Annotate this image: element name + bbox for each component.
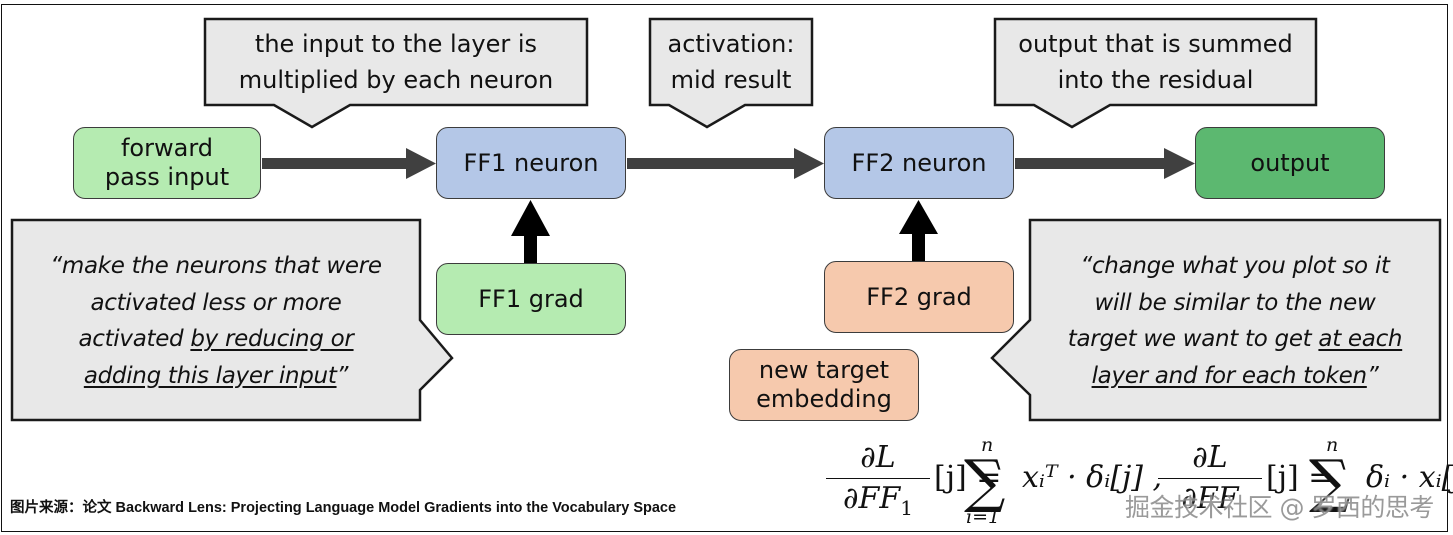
node-ff1-neuron: FF1 neuron — [436, 127, 626, 199]
callout-right-line3-underlined: at each — [1318, 326, 1403, 352]
formula-term-1: xᵢᵀ · δᵢ[j] , — [1022, 460, 1163, 495]
callout-right-shape — [990, 218, 1442, 422]
callout-top-1-shape — [203, 17, 589, 129]
node-forward-pass-input: forward pass input — [73, 127, 261, 199]
callout-right-line1: “change what you plot so it — [1080, 253, 1390, 279]
formula-sum-2-upper: n — [1326, 434, 1339, 456]
formula-frac-1-num: ∂L — [860, 440, 896, 475]
callout-left-line4-tail: ” — [336, 362, 349, 389]
formula-frac-2-bar — [1158, 478, 1262, 479]
callout-top-3-text: output that is summed into the residual — [995, 26, 1316, 98]
gradient-formula: ∂L ∂FF1 [j] = n ∑ i=1 xᵢᵀ · δᵢ[j] , ∂L ∂… — [826, 434, 1453, 528]
node-output: output — [1195, 127, 1385, 199]
callout-left-shape — [10, 218, 454, 422]
node-ff1-grad: FF1 grad — [436, 263, 626, 335]
formula-frac-1-bar — [826, 478, 930, 479]
node-new-target-embedding: new target embedding — [729, 349, 919, 421]
arrow-ff2grad-to-ff2 — [899, 200, 938, 262]
callout-left-text: “make the neurons that were activated le… — [12, 248, 420, 394]
callout-top-1-line2: multiplied by each neuron — [238, 66, 554, 94]
callout-right-line2: will be similar to the new — [1094, 289, 1376, 316]
callout-right-line3: target we want to get at each — [1030, 321, 1440, 358]
callout-top-3-line2: into the residual — [1057, 66, 1254, 94]
watermark: 掘金技术社区 @ 罗西的思考 — [1125, 493, 1434, 522]
callout-top-1-text: the input to the layer is multiplied by … — [205, 26, 587, 98]
formula-sum-1-upper: n — [981, 434, 994, 456]
formula-frac-2-den: ∂FF — [1181, 481, 1239, 516]
callout-right-line3-plain: target we want to get — [1067, 326, 1319, 352]
callout-right-line4: layer and for each token” — [1030, 358, 1440, 395]
formula-sum-1-lower: i=1 — [966, 506, 1001, 528]
callout-top-1-line1: the input to the layer is — [254, 30, 538, 58]
callout-left-line4: adding this layer input” — [12, 358, 420, 395]
callout-left-line3-plain: activated — [78, 326, 191, 352]
formula-frac-1: ∂L ∂FF1 — [826, 440, 930, 526]
callout-right-line4-underlined: layer and for each token — [1091, 362, 1368, 389]
node-ff2-grad: FF2 grad — [824, 261, 1014, 333]
formula-frac-1-den-sub: 1 — [900, 496, 913, 520]
arrow-ff1grad-to-ff1 — [511, 200, 550, 264]
callout-left-line3: activated by reducing or — [12, 321, 420, 358]
callout-right-text: “change what you plot so it will be simi… — [1030, 248, 1440, 394]
callout-top-3-line1: output that is summed — [1018, 30, 1293, 58]
node-ff2-neuron: FF2 neuron — [824, 127, 1014, 199]
callout-right-line4-tail: ” — [1366, 362, 1379, 389]
callout-top-2-line1: activation: — [667, 30, 795, 58]
arrow-ff1-to-ff2 — [627, 148, 824, 179]
formula-frac-1-den-text: ∂FF — [843, 481, 901, 516]
callout-left-line4-underlined: adding this layer input — [83, 362, 337, 389]
figure-caption: 图片来源：论文 Backward Lens: Projecting Langua… — [10, 500, 677, 516]
formula-index-j-1: [j] = — [934, 460, 1002, 495]
formula-sum-1-sigma: ∑ — [964, 447, 1006, 515]
formula-frac-2: ∂L ∂FF — [1158, 440, 1262, 517]
callout-top-2-shape — [648, 17, 814, 129]
callout-top-2-text: activation: mid result — [650, 26, 812, 98]
figure-frame — [1, 4, 1448, 532]
arrow-input-to-ff1 — [262, 148, 436, 179]
formula-index-j-2: [j] = — [1266, 460, 1334, 495]
formula-sum-2-sigma: ∑ — [1309, 447, 1351, 515]
arrow-ff2-to-output — [1015, 148, 1195, 179]
callout-top-3-shape — [993, 17, 1318, 129]
formula-frac-1-den: ∂FF1 — [826, 481, 930, 526]
formula-frac-2-num: ∂L — [1192, 440, 1228, 475]
callout-left-line3-underlined: by reducing or — [190, 326, 354, 352]
callout-left-line2: activated less or more — [90, 289, 342, 316]
callout-top-2-line2: mid result — [670, 66, 792, 94]
formula-term-2: δᵢ · xᵢ[j] , — [1366, 460, 1453, 495]
callout-left-line1: “make the neurons that were — [50, 253, 382, 279]
